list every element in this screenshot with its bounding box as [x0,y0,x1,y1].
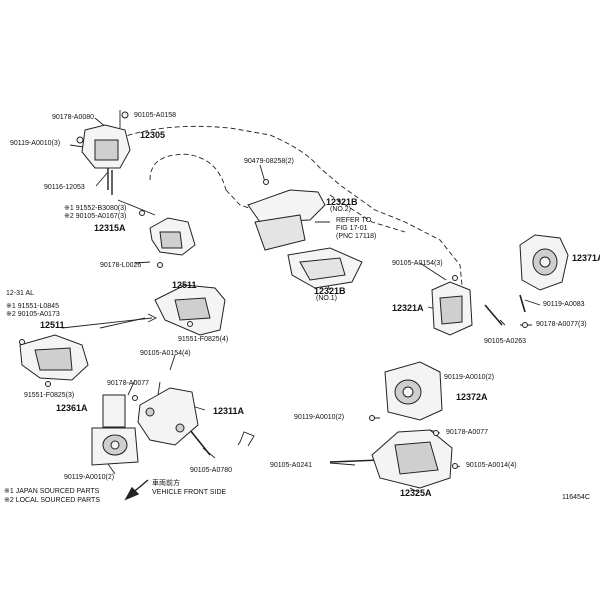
callout-refer-line2: FIG 17-01 [336,225,368,232]
callout-12325a: 12325A [400,488,432,498]
callout-90105-a0154-3: 90105-A0154(3) [392,260,443,267]
bracket-12321a-part [431,275,473,336]
callout-90105-a0167: ※2 90105-A0167(3) [64,213,127,220]
callout-12321b: 12321B [326,197,358,207]
callout-90119-a0010-2b: 90119-A0010(2) [294,414,345,421]
callout-90105-a0173: ※2 90105-A0173 [6,311,60,318]
callout-note: 12-31 AL [6,290,35,297]
callout-12321b-lower: 12321B [314,286,346,296]
callout-12511-top: 12511 [172,280,197,290]
bracket-12325a-part [371,429,458,489]
callout-12311a: 12311A [213,406,245,416]
callout-90105-a0158: 90105-A0158 [134,112,177,119]
callout-12371a: 12371A [572,253,600,263]
bracket-12315a-part [139,210,196,268]
callout-90178-a0077-mid: 90178-A0077 [107,380,150,387]
front-label-en: VEHICLE FRONT SIDE [152,489,227,496]
callout-90479-08258: 90479-08258(2) [244,158,294,165]
callout-90105-a0780: 90105-A0780 [190,467,233,474]
figure-id: 116454C [562,494,590,501]
legend-local-sourced: ※2 LOCAL SOURCED PARTS [4,497,100,504]
frame-outline [119,125,463,286]
callout-90178-a0077-3: 90178-A0077(3) [536,321,587,328]
callout-90105-a0154-4: 90105-A0154(4) [140,350,191,357]
insulator-12372a-part [369,361,443,421]
callout-90178-l0026: 90178-L0026 [100,262,142,269]
callout-90105-a0263: 90105-A0263 [484,338,527,345]
callout-12321b-lower-no: (NO.1) [316,295,337,302]
callout-91552-b3080: ※1 91552-B3080(3) [64,205,127,212]
callout-12305: 12305 [140,130,166,140]
bracket-12311a-part [132,387,199,446]
callout-90119-a0010-2-left: 90119-A0010(2) [64,474,115,481]
bracket-12511-top-part [154,284,226,336]
cover-12321b-no1-part [287,247,363,289]
callout-91551-f0825-4: 91551-F0825(4) [178,336,229,343]
cover-12321b-no2-part [247,179,326,251]
callout-12361a: 12361A [56,403,88,413]
callout-91551-f0825-3: 91551-F0825(3) [24,392,75,399]
callout-90105-a0241: 90105-A0241 [270,462,313,469]
callout-12511: 12511 [40,320,65,330]
callout-90119-a0010-3: 90119-A0010(3) [10,140,61,147]
callout-90105-a0014-4: 90105-A0014(4) [466,462,517,469]
insulator-12361a-part [91,394,139,466]
callout-12315a: 12315A [94,223,126,233]
callout-90178-a0080: 90178-A0080 [52,114,95,121]
callout-90119-a0010-2: 90119-A0010(2) [444,374,495,381]
callout-90119-a0083: 90119-A0083 [543,301,585,308]
vehicle-front-arrow-icon [124,479,149,501]
callout-90178-a0077: 90178-A0077 [446,429,489,436]
bracket-12511-part [19,334,89,387]
callout-91551-l0845: ※1 91551-L0845 [6,303,59,310]
mount-12371a-part [519,234,569,328]
legend-japan-sourced: ※1 JAPAN SOURCED PARTS [4,488,100,495]
front-label-jp: 車両前方 [152,480,180,487]
callout-12321a: 12321A [392,303,424,313]
callout-90116-12053: 90116-12053 [44,184,85,191]
callout-refer-line3: (PNC 17118) [336,233,377,240]
callout-12372a: 12372A [456,392,488,402]
callout-12321b-no2: (NO.2) [330,206,351,213]
mount-12305-part [76,111,131,169]
callout-refer-line1: REFER TO [336,217,372,224]
